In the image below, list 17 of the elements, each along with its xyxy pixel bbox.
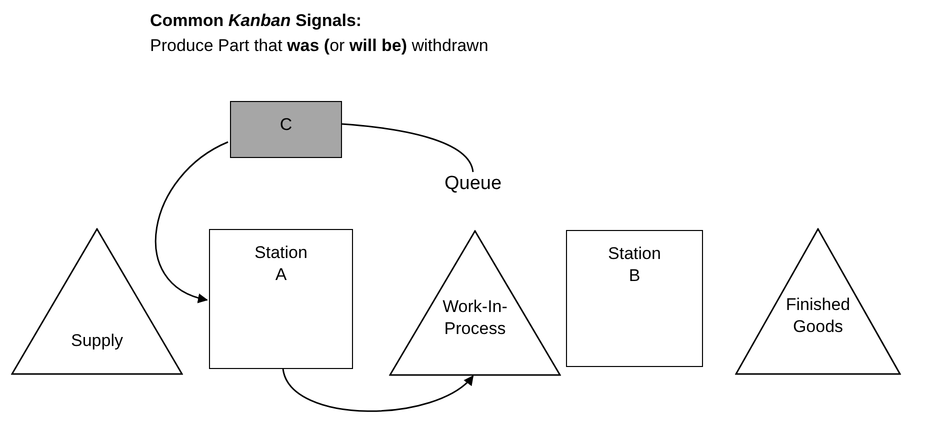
node-label: Station B (607, 243, 662, 287)
node-label: Supply (70, 330, 124, 352)
triangle-node (11, 228, 183, 375)
triangle-node (389, 230, 561, 376)
title: Common Kanban Signals: (150, 10, 362, 32)
node-label: Finished Goods (784, 294, 852, 338)
arrow (282, 368, 474, 412)
queue-label: Queue (440, 172, 506, 196)
node-label: Station A (254, 242, 308, 286)
node-label: Work-In-Process (442, 296, 508, 340)
station-box (209, 229, 353, 369)
node-label: C (278, 114, 294, 136)
arrow (155, 141, 228, 302)
kanban-card (230, 101, 342, 158)
triangle-node (735, 228, 901, 375)
subtitle: Produce Part that was (or will be) withdrawn (150, 35, 488, 57)
station-box (566, 230, 703, 367)
